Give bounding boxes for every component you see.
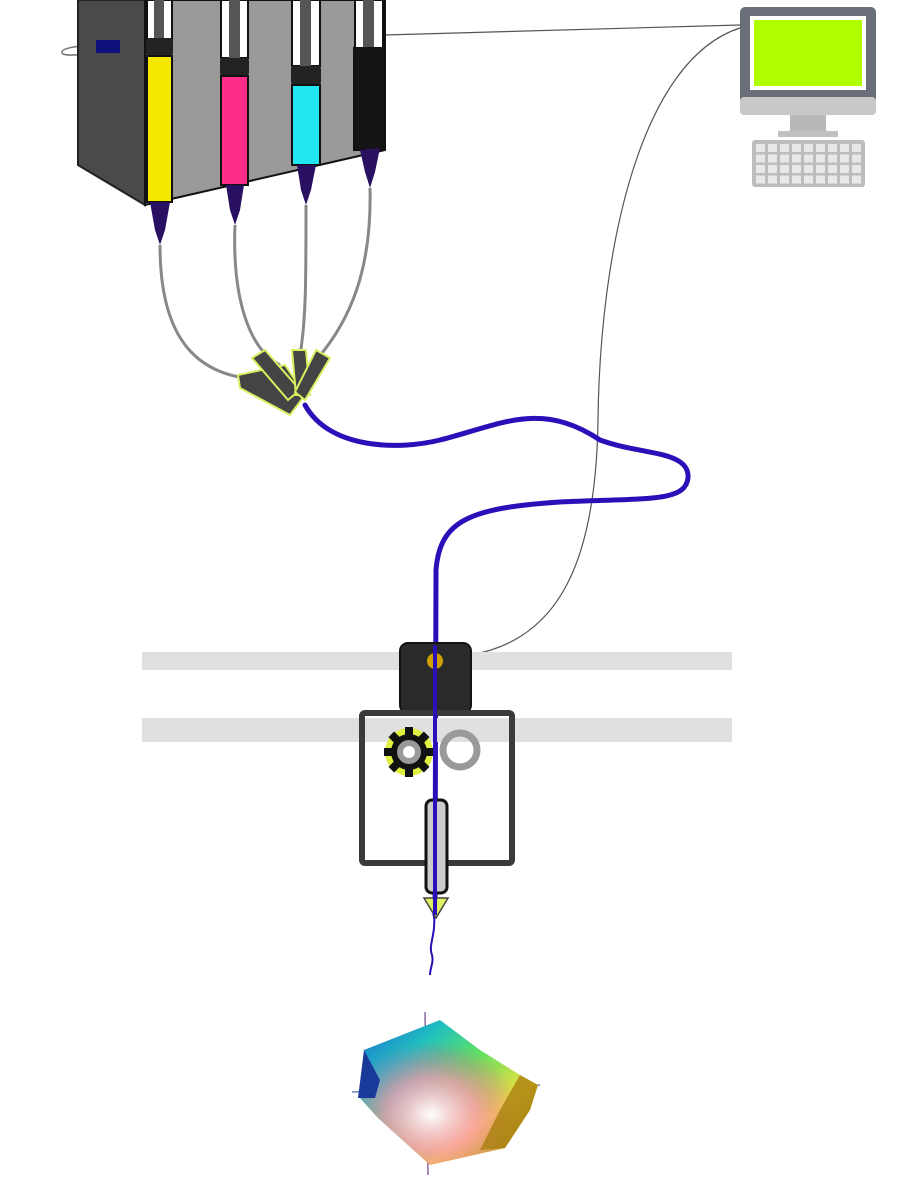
key: [804, 144, 813, 152]
key: [804, 154, 813, 163]
key: [852, 175, 861, 184]
key: [816, 175, 825, 184]
key: [828, 144, 837, 152]
key: [852, 165, 861, 173]
color-gamut-solid-icon: [351, 1011, 541, 1176]
ink-stream: [429, 914, 436, 976]
key: [840, 165, 849, 173]
y-connector-icon: [236, 348, 332, 417]
key: [768, 144, 777, 152]
key: [804, 165, 813, 173]
mixed-ink-tube: [302, 402, 691, 918]
data-cable: [469, 27, 741, 656]
ring-icon: [439, 729, 481, 771]
data-cable: [384, 24, 741, 36]
ink-syringe-bank-icon: [77, 0, 386, 245]
key: [780, 175, 789, 184]
key: [792, 144, 801, 152]
key: [756, 144, 765, 152]
key: [768, 154, 777, 163]
key: [840, 154, 849, 163]
key: [816, 154, 825, 163]
key: [840, 175, 849, 184]
gear-tooth: [405, 727, 413, 737]
key: [792, 165, 801, 173]
gear-icon: [384, 727, 434, 777]
key: [780, 154, 789, 163]
key: [840, 144, 849, 152]
key: [780, 165, 789, 173]
key: [816, 144, 825, 152]
key: [816, 165, 825, 173]
key: [828, 154, 837, 163]
key: [792, 175, 801, 184]
key: [804, 175, 813, 184]
gear-tooth: [405, 767, 413, 777]
key: [756, 154, 765, 163]
key: [852, 154, 861, 163]
key: [768, 165, 777, 173]
key: [828, 165, 837, 173]
keyboard-icon: [752, 140, 865, 187]
key: [756, 175, 765, 184]
computer-monitor-icon: [740, 7, 876, 137]
key: [852, 144, 861, 152]
key: [828, 175, 837, 184]
key: [756, 165, 765, 173]
key: [768, 175, 777, 184]
key: [780, 144, 789, 152]
key: [792, 154, 801, 163]
